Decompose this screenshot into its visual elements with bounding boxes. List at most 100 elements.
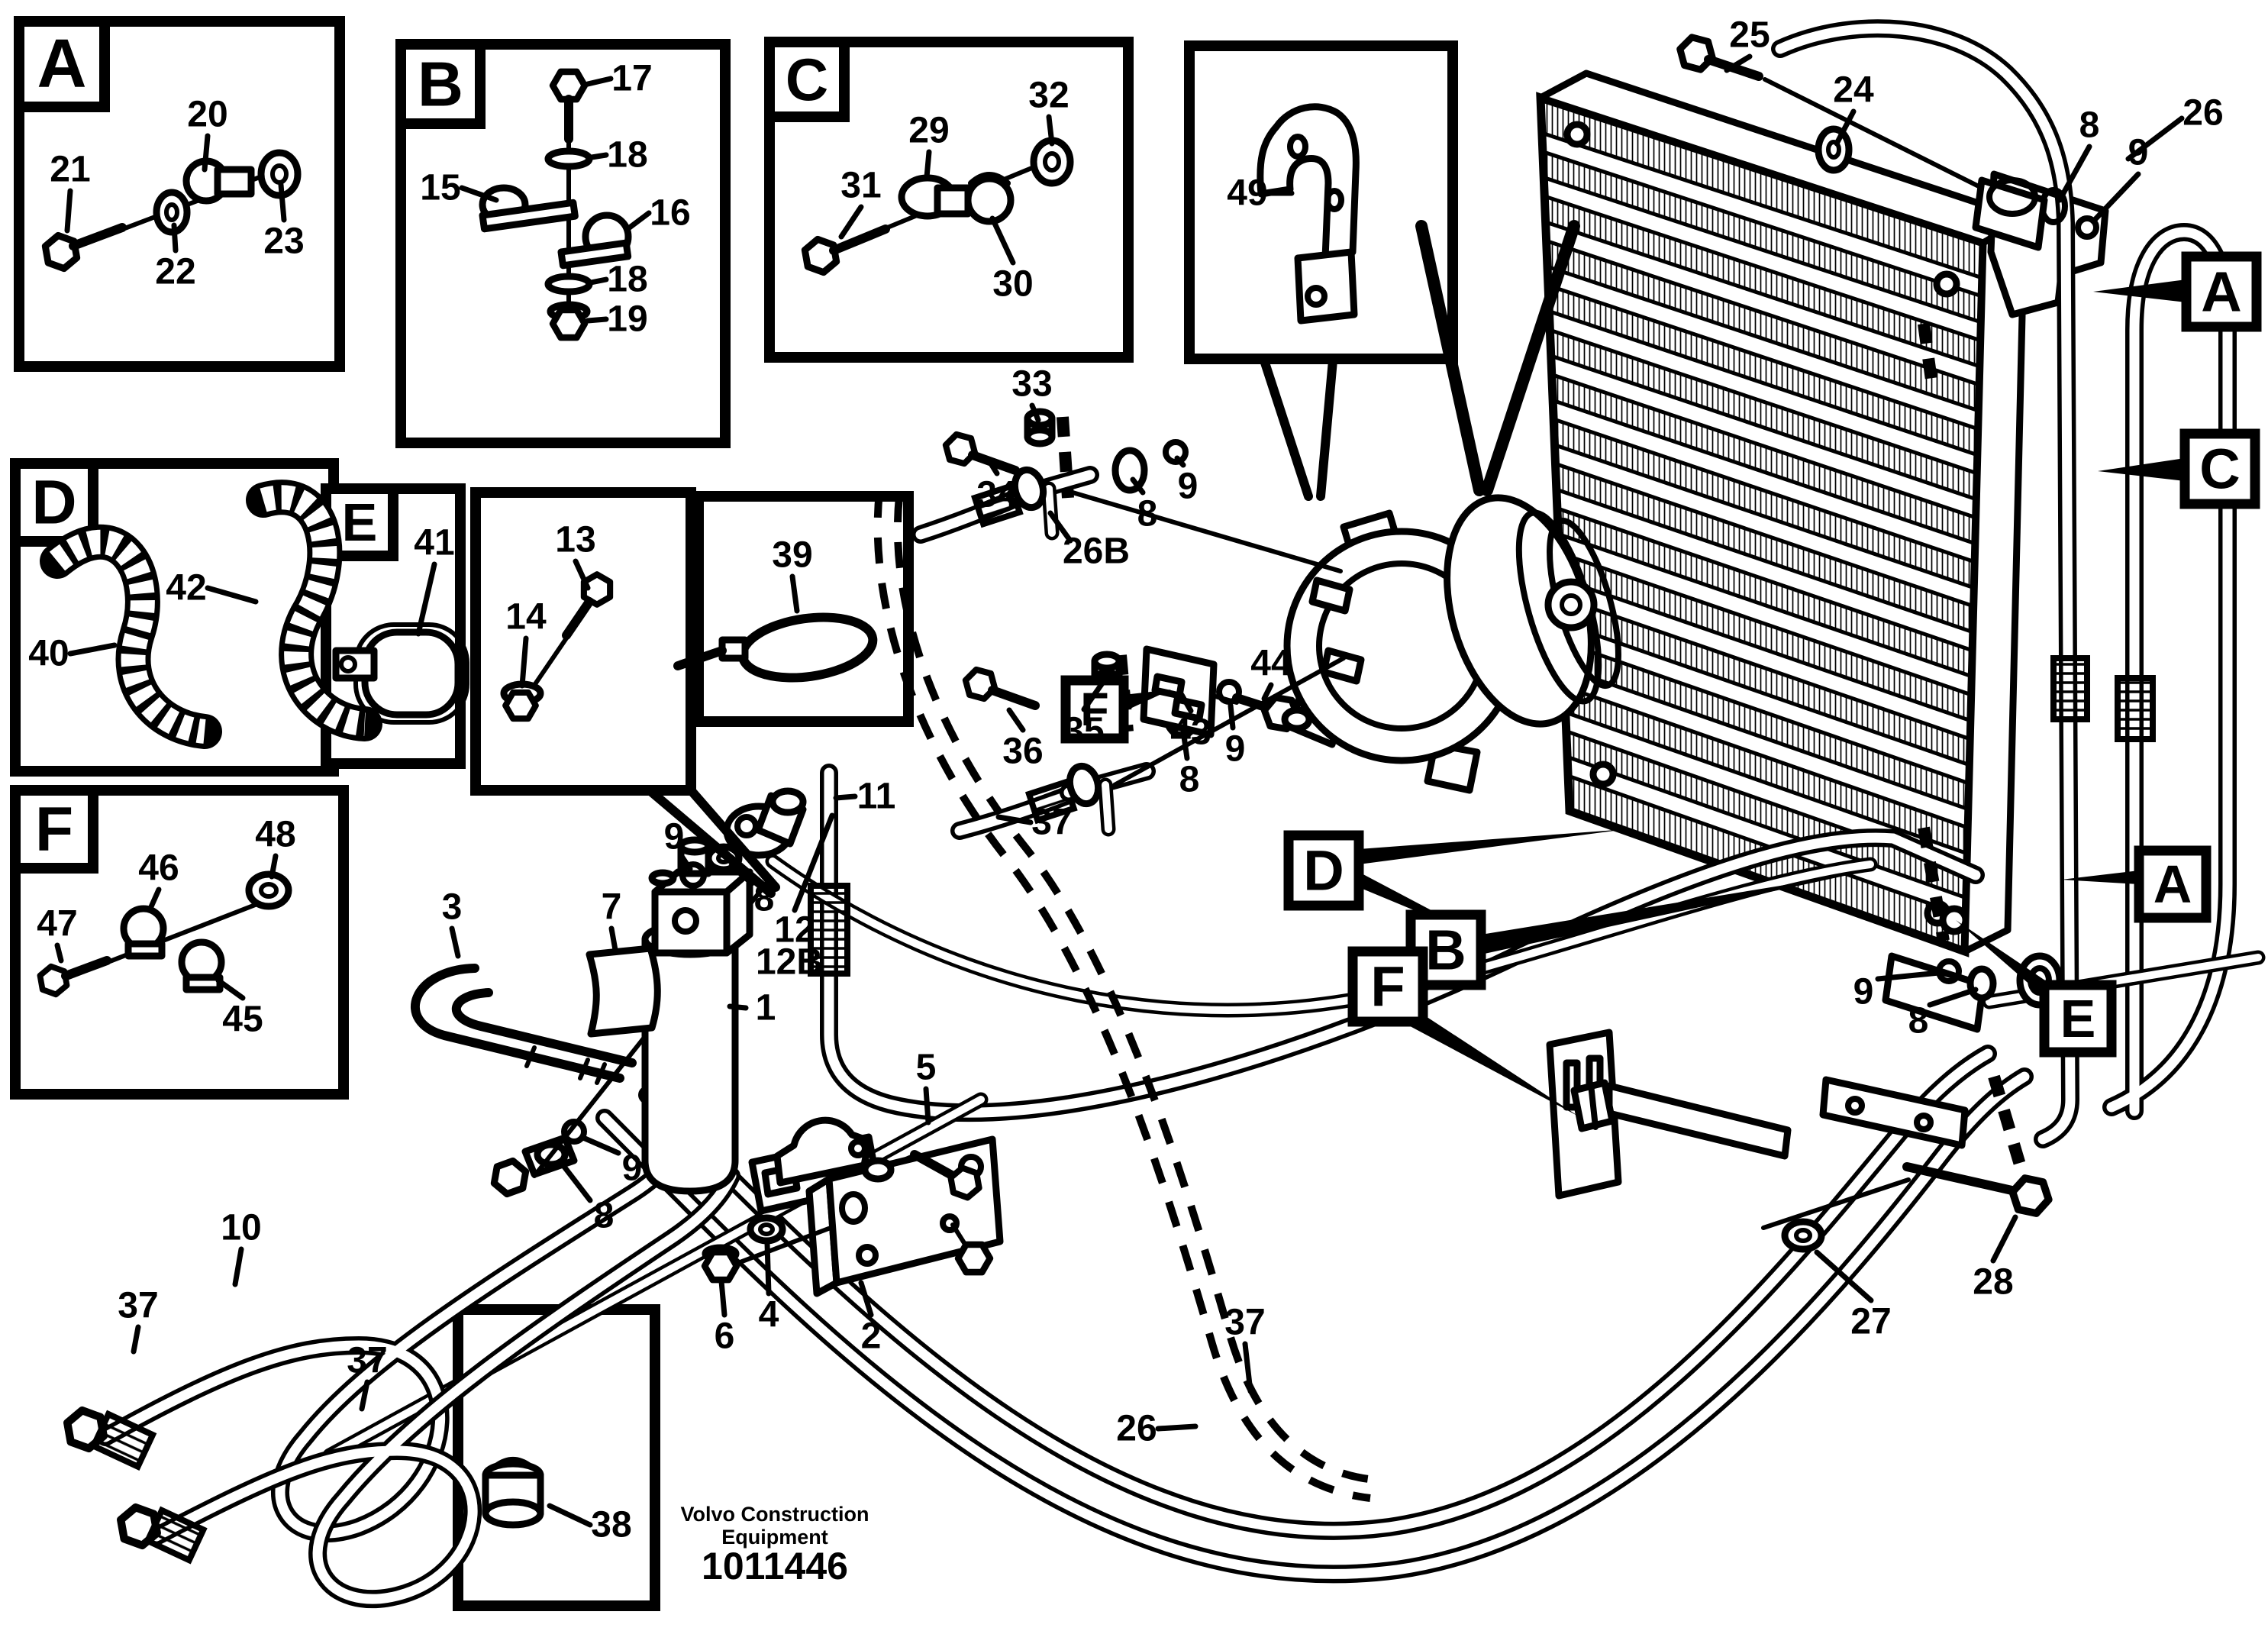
u-bolt-3 bbox=[410, 964, 637, 1085]
detail-box-letter-tab bbox=[764, 37, 850, 122]
callout-leader-8 bbox=[1927, 987, 1979, 1008]
callout-37: 37 bbox=[347, 1341, 387, 1381]
condenser-tube bbox=[1560, 625, 1972, 781]
callout-12: 12 bbox=[774, 910, 815, 951]
callout-8: 8 bbox=[594, 1196, 615, 1236]
callout-48: 48 bbox=[255, 815, 295, 855]
clamp-41-hole bbox=[339, 655, 357, 673]
box-E-part bbox=[332, 622, 469, 725]
callout-6: 6 bbox=[715, 1316, 735, 1357]
nut-14 bbox=[505, 693, 536, 719]
assembly-axis bbox=[1112, 656, 1346, 787]
elbow-hole bbox=[734, 814, 759, 838]
callout-leader-10 bbox=[232, 1246, 244, 1287]
callout-leader-16 bbox=[624, 210, 652, 232]
callout-leader-26 bbox=[2125, 115, 2185, 162]
callout-leader-13 bbox=[573, 558, 591, 591]
washer-8 bbox=[1966, 965, 1997, 1002]
callout-leader-26 bbox=[1155, 1423, 1199, 1432]
bracket-hole bbox=[856, 1244, 879, 1267]
callout-37: 37 bbox=[1031, 803, 1072, 843]
callout-leader-8 bbox=[1130, 476, 1146, 496]
callout-leader-20 bbox=[202, 133, 211, 173]
box-38-part bbox=[482, 1457, 544, 1529]
bolt-28-assembly bbox=[1761, 1162, 2052, 1253]
callout-leader-17 bbox=[585, 76, 614, 87]
callout-leader-42 bbox=[205, 585, 259, 605]
oring-9 bbox=[2075, 215, 2099, 240]
callout-12B: 12B bbox=[756, 942, 823, 983]
callout-36: 36 bbox=[1002, 732, 1043, 772]
callout-18: 18 bbox=[607, 135, 647, 176]
grommet-32-bore bbox=[1043, 151, 1061, 173]
callout-32: 32 bbox=[1028, 76, 1069, 116]
t-fitting-upper bbox=[921, 408, 1343, 573]
condenser-tube bbox=[1554, 492, 1976, 648]
drawing-layer bbox=[36, 28, 2258, 1599]
condenser bbox=[1536, 69, 2109, 1033]
callout-leader-36 bbox=[1006, 707, 1026, 733]
detail-box-letter-tab bbox=[14, 16, 110, 112]
callout-25: 25 bbox=[1729, 15, 1770, 56]
washer-4 bbox=[747, 1214, 786, 1245]
bracket-hole bbox=[1305, 285, 1328, 308]
bracket-hole bbox=[1287, 134, 1308, 160]
callout-leader-9 bbox=[678, 852, 693, 872]
hose-bracket-right bbox=[1546, 1029, 1969, 1200]
callout-7: 7 bbox=[602, 887, 622, 928]
callout-24: 24 bbox=[1833, 70, 1874, 111]
pointer-letter: E bbox=[2060, 989, 2096, 1048]
callout-1: 1 bbox=[756, 988, 776, 1029]
bushing-33-bottom bbox=[1024, 426, 1056, 447]
callout-26: 26 bbox=[2183, 93, 2223, 134]
detail-box-letter-tab bbox=[10, 785, 98, 874]
bolt-5-shaft bbox=[910, 1150, 960, 1182]
bracket-49 bbox=[1257, 103, 1360, 262]
condenser-tube bbox=[1553, 447, 1976, 604]
condenser-tube bbox=[1550, 403, 1978, 560]
callout-26: 26 bbox=[1116, 1409, 1157, 1449]
pointer-wedge bbox=[1956, 920, 2052, 997]
callout-13: 13 bbox=[555, 520, 595, 560]
box-C-parts bbox=[800, 137, 1074, 275]
washer-22 bbox=[153, 189, 191, 236]
bolt-21-shaft bbox=[69, 223, 127, 250]
callout-17: 17 bbox=[611, 59, 652, 99]
callout-leader-21 bbox=[64, 188, 73, 234]
clamp-15-strap bbox=[479, 199, 579, 233]
sight-glass bbox=[672, 907, 699, 935]
bracket-hole bbox=[940, 1213, 960, 1233]
drier-cylinder bbox=[641, 935, 739, 1195]
bolt-28-head bbox=[2009, 1177, 2052, 1216]
condenser-tube bbox=[1561, 670, 1971, 825]
callout-33: 33 bbox=[1011, 364, 1052, 405]
valve-block-front bbox=[651, 888, 731, 957]
callout-leader-48 bbox=[269, 853, 279, 880]
clip-38-hook bbox=[493, 1457, 533, 1469]
bracket-2-assembly bbox=[705, 1135, 1004, 1297]
callout-26B: 26B bbox=[1063, 531, 1130, 572]
washer-22-bore bbox=[164, 202, 179, 222]
callout-38: 38 bbox=[591, 1505, 631, 1545]
callout-19: 19 bbox=[607, 299, 647, 340]
hose-clamp-bolt bbox=[1588, 1081, 1599, 1130]
condenser-tube bbox=[1541, 180, 1983, 338]
pointer-wedge bbox=[1481, 874, 1855, 954]
callout-leader-38 bbox=[547, 1503, 593, 1528]
valve-port-small bbox=[648, 869, 677, 887]
bolt-34-head bbox=[942, 432, 978, 465]
bolt-25-head bbox=[1676, 35, 1716, 72]
callout-leader-25 bbox=[1724, 53, 1753, 73]
figure-number: 1011446 bbox=[702, 1545, 848, 1587]
letter-pointer-A-0: A bbox=[2093, 251, 2262, 332]
callout-34: 34 bbox=[976, 475, 1018, 515]
callout-leader-37 bbox=[359, 1379, 370, 1412]
pointer-wedge bbox=[2061, 870, 2139, 884]
bracket-49-foot bbox=[1294, 248, 1358, 325]
clamp-30-hook bbox=[968, 172, 1011, 186]
elbow-end bbox=[769, 787, 807, 816]
callout-31: 31 bbox=[840, 166, 881, 206]
callout-leader-29 bbox=[924, 149, 932, 180]
